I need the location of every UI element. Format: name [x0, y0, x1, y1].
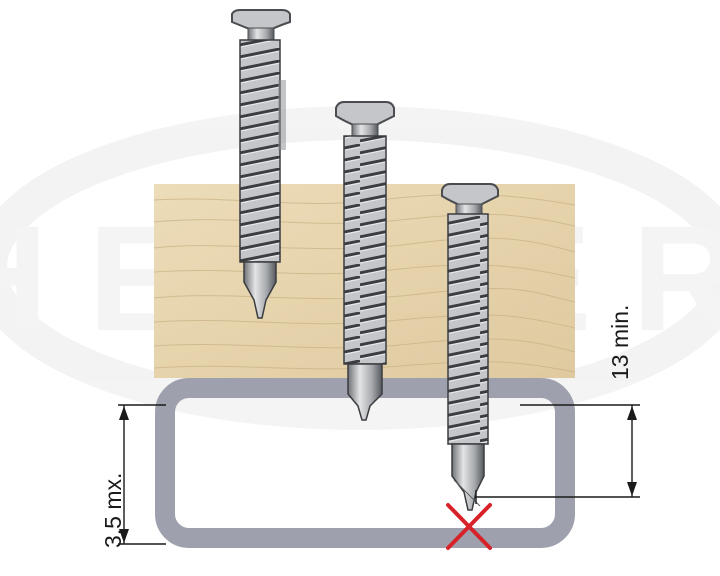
wall-thickness-label: 3,5 mx.	[100, 473, 126, 548]
screw-incorrect	[441, 183, 499, 511]
penetration-label: 13 min.	[607, 305, 633, 380]
dimension-wall-thickness	[118, 404, 166, 545]
red-x-icon	[446, 503, 492, 550]
dimension-penetration	[475, 404, 640, 504]
screw-partial	[231, 9, 291, 319]
screw-correct	[335, 101, 395, 421]
